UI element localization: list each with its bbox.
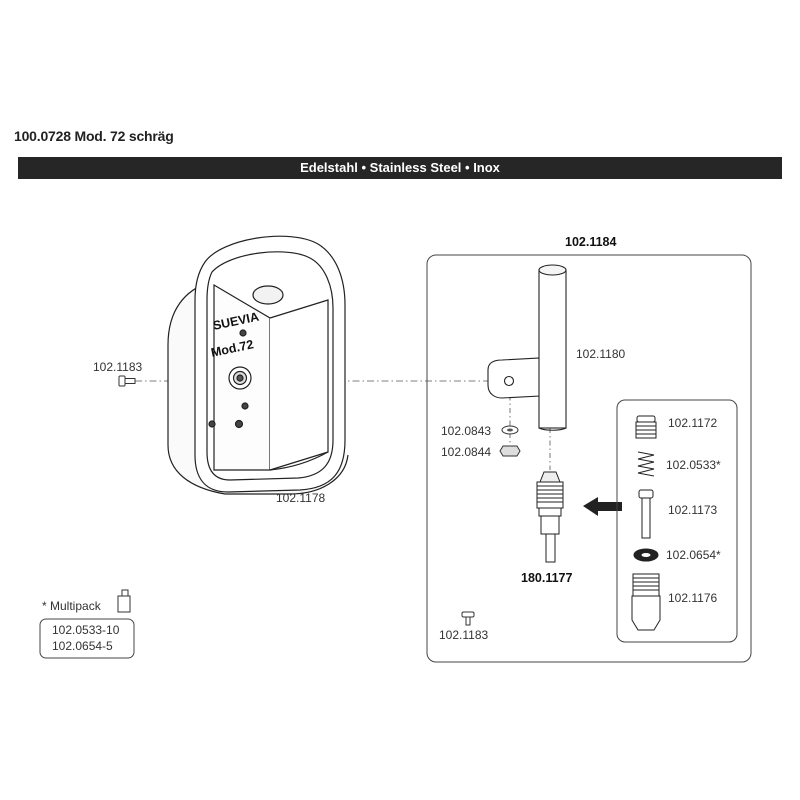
page-title: 100.0728 Mod. 72 schräg xyxy=(14,128,174,144)
multipack-item: 102.0654-5 xyxy=(52,639,113,653)
pipe-part xyxy=(487,264,567,431)
screw-icon xyxy=(118,375,136,387)
valve-part-label: 102.1176 xyxy=(668,591,717,605)
nut-icon xyxy=(499,445,521,457)
bowl-label: 102.1178 xyxy=(276,491,325,505)
pipe-label: 102.1180 xyxy=(576,347,625,361)
bowl-screw-label: 102.1183 xyxy=(93,360,142,374)
nut-label: 102.0844 xyxy=(441,445,491,459)
screw-icon xyxy=(461,611,475,626)
valve-part-label: 102.1173 xyxy=(668,503,717,517)
multipack-label: * Multipack xyxy=(42,599,102,613)
valve-part-label: 102.0533* xyxy=(666,458,721,472)
valve-assembly xyxy=(536,471,564,563)
valve-parts-frame xyxy=(616,399,738,643)
valve-label: 180.1177 xyxy=(521,571,572,585)
valve-part-label: 102.0654* xyxy=(666,548,721,562)
valve-parts-icons xyxy=(631,415,661,631)
material-banner: Edelstahl • Stainless Steel • Inox xyxy=(18,157,782,179)
washer-label: 102.0843 xyxy=(441,424,491,438)
drinking-bowl xyxy=(167,235,349,495)
multipack-box xyxy=(39,618,135,659)
assembly-screw-label: 102.1183 xyxy=(439,628,488,642)
assembly-frame xyxy=(426,254,752,663)
assembly-title: 102.1184 xyxy=(565,235,616,249)
package-icon xyxy=(117,589,131,613)
valve-part-label: 102.1172 xyxy=(668,416,717,430)
multipack-item: 102.0533-10 xyxy=(52,623,120,637)
arrow-icon xyxy=(583,497,622,516)
